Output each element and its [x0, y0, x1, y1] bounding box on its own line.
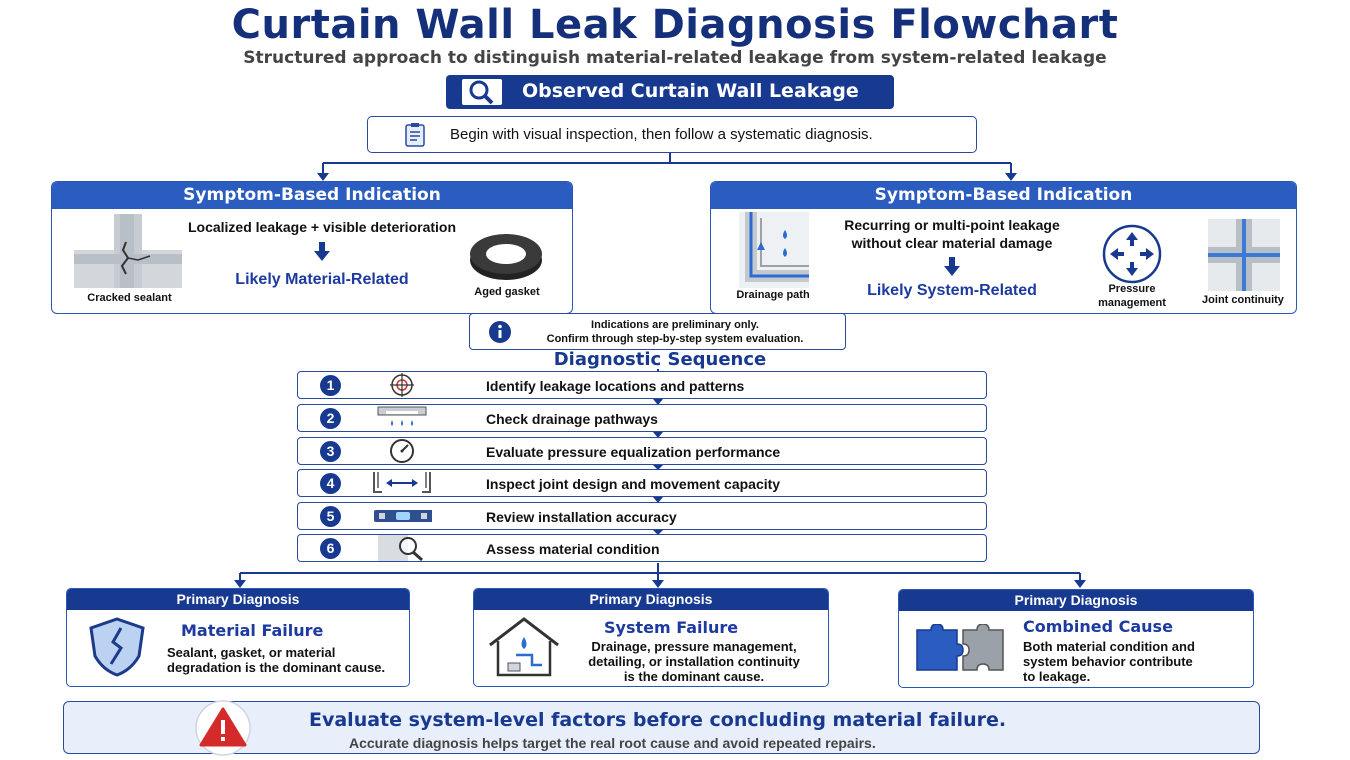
step-3: 3 Evaluate pressure equalization perform… — [297, 437, 987, 465]
page-title: Curtain Wall Leak Diagnosis Flowchart — [231, 2, 1119, 48]
diagnosis-desc-line2: detailing, or installation continuity — [588, 654, 800, 669]
pressure-label-line1: Pressure — [1108, 283, 1156, 295]
start-label: Observed Curtain Wall Leakage — [522, 80, 859, 102]
joint-continuity-image — [1208, 219, 1280, 291]
step-5: 5 Review installation accuracy — [297, 502, 987, 530]
diagnosis-header: Primary Diagnosis — [899, 590, 1253, 611]
diagnosis-desc-line2: degradation is the dominant cause. — [167, 660, 386, 675]
step-1: 1 Identify leakage locations and pattern… — [297, 371, 987, 399]
house-leak-icon — [489, 617, 559, 677]
level-icon — [374, 510, 432, 522]
diagnosis-header: Primary Diagnosis — [474, 589, 828, 610]
sequence-title: Diagnostic Sequence — [553, 349, 767, 370]
diagnosis-desc-line1: Drainage, pressure management, — [591, 639, 797, 654]
bottom-main-text: Evaluate system-level factors before con… — [309, 709, 1007, 731]
diagnosis-system-failure: Primary Diagnosis System Failure Drainag… — [473, 588, 829, 687]
clipboard-icon — [405, 123, 425, 147]
bottom-sub-text: Accurate diagnosis helps target the real… — [349, 735, 876, 751]
step-label: Review installation accuracy — [486, 509, 677, 525]
preliminary-note: Indications are preliminary only. Confir… — [469, 313, 846, 350]
begin-box: Begin with visual inspection, then follo… — [367, 116, 977, 153]
step-6: 6 Assess material condition — [297, 534, 987, 562]
puzzle-icon — [916, 624, 1004, 671]
joint-continuity-label: Joint continuity — [1202, 294, 1284, 306]
left-symptom-panel: Symptom-Based Indication Cracked sealant… — [51, 181, 573, 314]
step-label: Inspect joint design and movement capaci… — [486, 476, 781, 492]
step-number: 5 — [320, 506, 341, 527]
warning-icon — [195, 700, 251, 756]
start-box: Observed Curtain Wall Leakage — [446, 75, 894, 109]
bottom-banner: Evaluate system-level factors before con… — [63, 700, 1260, 756]
diagnosis-header: Primary Diagnosis — [67, 589, 409, 610]
begin-text: Begin with visual inspection, then follo… — [450, 126, 873, 143]
step-label: Evaluate pressure equalization performan… — [486, 444, 781, 460]
page-subtitle: Structured approach to distinguish mater… — [243, 48, 1107, 68]
cracked-sealant-label: Cracked sealant — [87, 292, 172, 304]
left-panel-header: Symptom-Based Indication — [52, 182, 572, 209]
diagnosis-desc-line1: Both material condition and — [1023, 639, 1195, 654]
pressure-label-line2: management — [1098, 297, 1166, 309]
step-number: 6 — [320, 538, 341, 559]
diagnosis-desc-line3: to leakage. — [1023, 669, 1091, 684]
step-label: Check drainage pathways — [486, 411, 658, 427]
diagnosis-desc-line3: is the dominant cause. — [623, 669, 765, 684]
step-2: 2 Check drainage pathways — [297, 404, 987, 432]
joint-icon — [373, 472, 431, 493]
drainage-icon — [377, 406, 427, 426]
right-result: Likely System-Related — [867, 282, 1037, 299]
diagnosis-material-failure: Primary Diagnosis Material Failure Seala… — [66, 588, 410, 687]
right-panel-header: Symptom-Based Indication — [711, 182, 1296, 209]
magnifier-icon — [378, 535, 423, 561]
down-arrow-icon — [944, 257, 960, 276]
step-label: Identify leakage locations and patterns — [486, 378, 745, 394]
step-number: 2 — [320, 408, 341, 429]
pressure-management-icon — [1102, 224, 1162, 284]
diagnosis-name: Combined Cause — [1023, 617, 1173, 636]
step-number: 4 — [320, 473, 341, 494]
target-icon — [390, 373, 414, 397]
right-symptom-panel: Symptom-Based Indication Drainage path R… — [710, 181, 1297, 314]
aged-gasket-label: Aged gasket — [474, 286, 540, 298]
right-observation-line2: without clear material damage — [851, 235, 1053, 251]
info-icon — [489, 321, 511, 343]
note-line1: Indications are preliminary only. — [591, 319, 759, 331]
diagnosis-combined-cause: Primary Diagnosis Combined Cause Both ma… — [898, 589, 1254, 688]
drainage-path-image — [739, 212, 809, 288]
step-number: 1 — [320, 375, 341, 396]
diagnosis-desc-line1: Sealant, gasket, or material — [167, 645, 336, 660]
drainage-path-label: Drainage path — [736, 289, 810, 301]
step-4: 4 Inspect joint design and movement capa… — [297, 469, 987, 497]
left-observation: Localized leakage + visible deterioratio… — [187, 219, 457, 235]
note-line2: Confirm through step-by-step system eval… — [546, 333, 804, 345]
aged-gasket-image — [470, 234, 542, 280]
right-observation-line1: Recurring or multi-point leakage — [844, 217, 1060, 233]
diagnosis-desc-line2: system behavior contribute — [1023, 654, 1193, 669]
search-icon — [462, 79, 502, 105]
cracked-sealant-image — [74, 214, 182, 288]
gauge-icon — [390, 439, 414, 463]
left-result: Likely Material-Related — [235, 271, 409, 288]
diagnosis-name: System Failure — [604, 618, 739, 637]
step-label: Assess material condition — [486, 541, 660, 557]
cracked-shield-icon — [89, 617, 145, 677]
down-arrow-icon — [314, 242, 330, 261]
step-number: 3 — [320, 441, 341, 462]
diagnosis-name: Material Failure — [181, 621, 324, 640]
